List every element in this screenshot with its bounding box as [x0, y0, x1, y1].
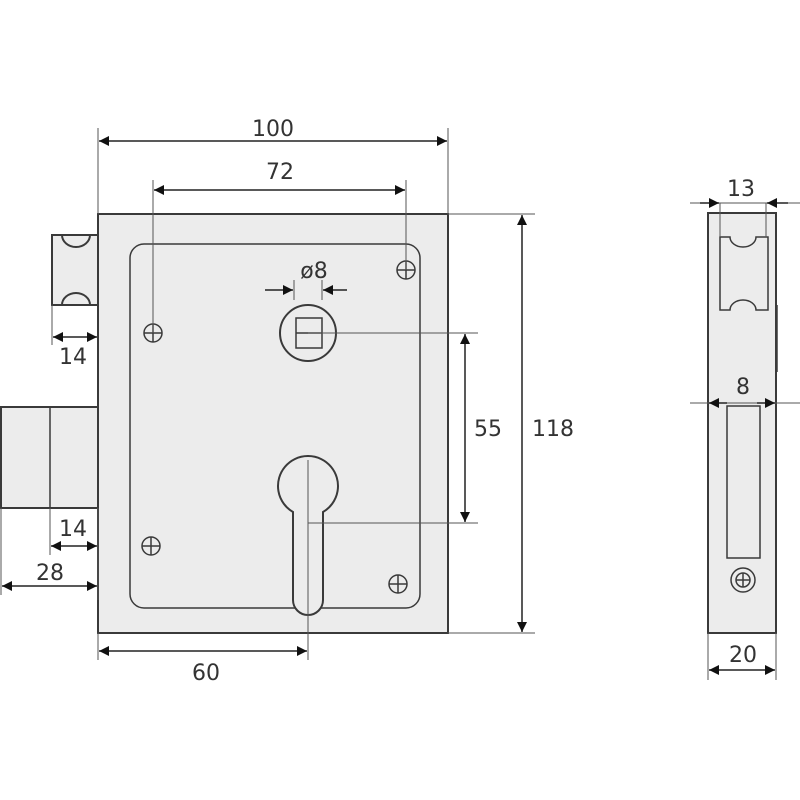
front-view: 100 72 ø8 55 118 14 14 28 60 — [0, 117, 574, 686]
dim-side-depth: 20 — [729, 643, 757, 668]
side-latch-opening — [719, 236, 769, 311]
dim-bolt-projection: 28 — [36, 561, 64, 586]
latch-notch-top — [60, 234, 92, 248]
dim-hole-spacing: 72 — [266, 160, 294, 185]
forend — [707, 212, 777, 634]
dim-side-bolt: 8 — [736, 375, 750, 400]
dim-height-total: 118 — [532, 417, 574, 442]
dim-latch-projection: 14 — [59, 345, 87, 370]
screw-icon — [730, 567, 756, 593]
screw-hole-icon — [141, 536, 161, 556]
dim-width-total: 100 — [252, 117, 294, 142]
side-bolt-opening — [726, 405, 761, 559]
extension-lines — [0, 128, 535, 660]
latch-notch-bottom — [60, 292, 92, 306]
cover-plate — [129, 243, 421, 609]
lock-case — [97, 213, 449, 634]
screw-hole-icon — [388, 574, 408, 594]
dim-center-distance: 55 — [474, 417, 502, 442]
dim-side-latch: 13 — [727, 177, 755, 202]
dim-spindle: ø8 — [300, 259, 327, 284]
side-view: 13 8 20 — [690, 177, 800, 680]
dim-backset: 60 — [192, 661, 220, 686]
dim-bolt-inner: 14 — [59, 517, 87, 542]
